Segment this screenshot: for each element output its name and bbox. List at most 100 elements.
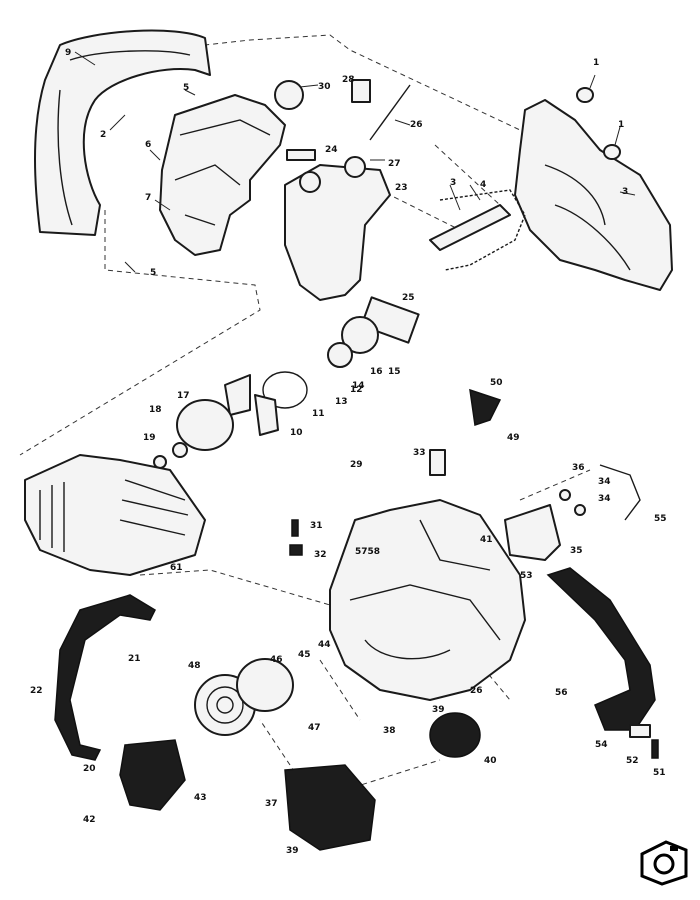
chain-cover-detail xyxy=(544,164,631,271)
callout: 23 xyxy=(395,183,408,193)
callout: 55 xyxy=(654,514,667,524)
callout: 21 xyxy=(128,654,141,664)
rear-handle-part xyxy=(34,29,211,236)
clutch-spring-part xyxy=(262,371,308,409)
engine-part xyxy=(24,454,206,576)
callout: 34 xyxy=(598,477,611,487)
callout: 1 xyxy=(618,120,624,130)
callout: 20 xyxy=(83,764,96,774)
callout: 2 xyxy=(100,130,106,140)
callout: 39 xyxy=(432,705,445,715)
chain-brake-part xyxy=(360,296,420,344)
callout: 26 xyxy=(410,120,423,130)
guide-bar-part xyxy=(429,204,511,251)
handle-bar-part xyxy=(54,594,156,761)
callout: 35 xyxy=(570,546,583,556)
callout: 52 xyxy=(626,756,639,766)
oil-cap-part xyxy=(344,156,366,178)
callout: 4 xyxy=(480,180,486,190)
crankcase-part xyxy=(329,499,526,701)
chain-cover-part xyxy=(514,99,673,291)
callout: 56 xyxy=(555,688,568,698)
nut-part xyxy=(576,87,594,103)
callout: 27 xyxy=(388,159,401,169)
plate-52-part xyxy=(629,724,651,738)
callout: 28 xyxy=(342,75,355,85)
engine-fins xyxy=(39,479,189,552)
saw-chain-part xyxy=(439,189,526,271)
bolt-31-part xyxy=(291,519,299,537)
callout: 34 xyxy=(598,494,611,504)
air-filter-cover-part xyxy=(504,504,561,561)
bolt-32-part xyxy=(289,544,303,556)
callout: 45 xyxy=(298,650,311,660)
bearing-part xyxy=(172,442,188,458)
callout: 39 xyxy=(286,846,299,856)
callout: 5758 xyxy=(355,547,380,557)
callout: 46 xyxy=(270,655,283,665)
callout: 14 xyxy=(352,381,365,391)
starter-spring-inner xyxy=(216,696,234,714)
primer-part xyxy=(469,388,502,426)
fan-housing-part xyxy=(119,739,186,811)
callout: 33 xyxy=(413,448,426,458)
callout: 43 xyxy=(194,793,207,803)
callout: 50 xyxy=(490,378,503,388)
callout: 40 xyxy=(484,756,497,766)
callout: 18 xyxy=(149,405,162,415)
callout: 7 xyxy=(145,193,151,203)
bracket-part xyxy=(286,149,316,161)
muffler-cover-part xyxy=(284,764,376,851)
callout: 3 xyxy=(450,178,456,188)
callout: 6 xyxy=(145,140,151,150)
callout: 3 xyxy=(622,187,628,197)
callout-labels: 9 2 5 6 7 5 30 28 26 24 27 23 1 1 3 4 3 … xyxy=(30,48,667,856)
fuel-cap-part xyxy=(299,171,321,193)
callout: 53 xyxy=(520,571,533,581)
callout: 48 xyxy=(188,661,201,671)
callout: 42 xyxy=(83,815,96,825)
starter-housing-part xyxy=(236,658,294,712)
callout: 32 xyxy=(314,550,327,560)
nut-part-2 xyxy=(603,144,621,160)
clutch-shoe-2-part xyxy=(254,394,279,436)
callout: 30 xyxy=(318,82,331,92)
callout: 49 xyxy=(507,433,520,443)
assembly-guide-lines xyxy=(19,34,591,791)
ignition-module-part xyxy=(429,712,481,758)
handle-housing-part xyxy=(159,94,286,256)
callout: 54 xyxy=(595,740,608,750)
callout: 51 xyxy=(653,768,666,778)
callout: 13 xyxy=(335,397,348,407)
callout: 5 xyxy=(150,268,156,278)
callout: 44 xyxy=(318,640,331,650)
callout: 37 xyxy=(265,799,278,809)
callout: 9 xyxy=(65,48,71,58)
spark-plug-part xyxy=(429,449,446,476)
plate-51-part xyxy=(651,739,659,759)
starter-spring xyxy=(206,686,244,724)
throttle-link-part xyxy=(599,464,641,521)
callout: 26 xyxy=(470,686,483,696)
callout: 61 xyxy=(170,563,183,573)
callout: 36 xyxy=(572,463,585,473)
front-handle-part xyxy=(546,567,656,731)
callout: 11 xyxy=(312,409,325,419)
callout: 38 xyxy=(383,726,396,736)
callout-leaders xyxy=(74,51,636,273)
callout: 25 xyxy=(402,293,415,303)
callout: 17 xyxy=(177,391,190,401)
callout: 12 xyxy=(350,385,363,395)
clip-part xyxy=(351,79,371,103)
tank-cap-part xyxy=(274,80,304,110)
bolt-part-2 xyxy=(574,504,586,516)
callout: 5 xyxy=(183,83,189,93)
clutch-drum-part xyxy=(176,399,234,451)
callout: 16 xyxy=(370,367,383,377)
callout: 47 xyxy=(308,723,321,733)
handle-housing-detail xyxy=(174,119,271,226)
sprocket-part xyxy=(341,316,379,354)
camera-logo-icon xyxy=(640,840,688,886)
bolt-part xyxy=(559,489,571,501)
